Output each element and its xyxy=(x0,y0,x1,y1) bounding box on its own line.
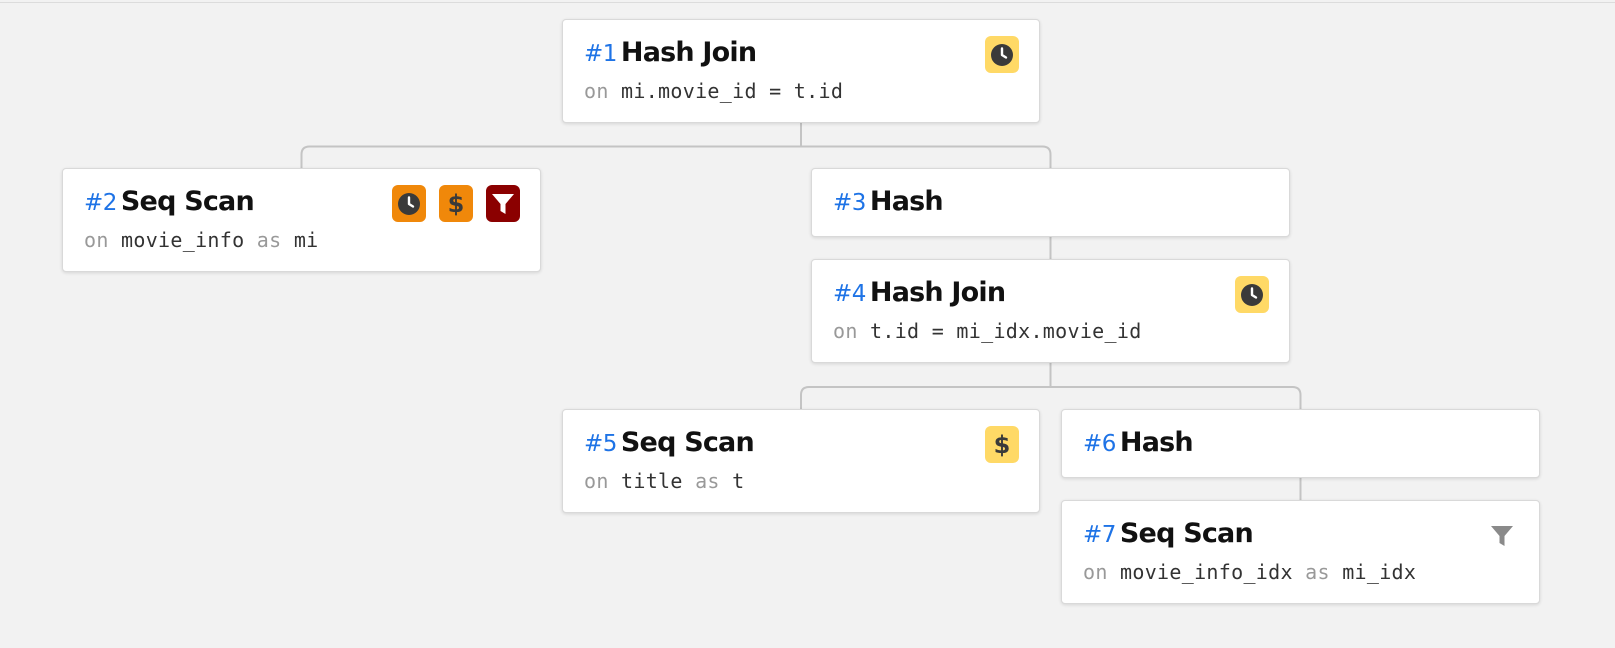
node-id: #5 xyxy=(584,431,617,457)
detail-keyword: on xyxy=(584,469,609,493)
node-detail: on mi.movie_id = t.id xyxy=(584,79,843,103)
clock-icon[interactable] xyxy=(985,36,1019,73)
detail-text: mi xyxy=(293,228,319,252)
edge-1-2 xyxy=(300,145,801,168)
detail-text: movie_info_idx xyxy=(1120,560,1293,584)
detail-keyword: on xyxy=(84,228,109,252)
dollar-icon[interactable]: $ xyxy=(439,185,473,222)
node-type: Hash Join xyxy=(620,37,757,68)
detail-keyword: as xyxy=(695,469,720,493)
edge-4-5 xyxy=(800,386,1051,409)
node-type: Seq Scan xyxy=(120,186,255,217)
node-detail: on movie_info as mi xyxy=(84,228,319,252)
detail-keyword: as xyxy=(1305,560,1330,584)
top-divider xyxy=(0,2,1615,3)
node-id: #1 xyxy=(584,41,617,67)
detail-text: movie_info xyxy=(121,228,245,252)
node-badges: $ xyxy=(985,426,1019,463)
detail-keyword: on xyxy=(1083,560,1108,584)
edge-1-3 xyxy=(801,145,1052,168)
dollar-icon[interactable]: $ xyxy=(985,426,1019,463)
node-id: #2 xyxy=(84,190,117,216)
detail-keyword: on xyxy=(584,79,609,103)
node-badges: $ xyxy=(392,185,520,222)
node-badges xyxy=(1485,517,1519,554)
detail-text: title xyxy=(621,469,683,493)
detail-text: mi.movie_id = t.id xyxy=(621,79,844,103)
detail-text: t xyxy=(732,469,745,493)
detail-keyword: on xyxy=(833,319,858,343)
clock-icon[interactable] xyxy=(392,185,426,222)
filter-icon[interactable] xyxy=(486,185,520,222)
node-type: Hash Join xyxy=(869,277,1006,308)
detail-text: mi_idx xyxy=(1342,560,1417,584)
node-id: #6 xyxy=(1083,431,1116,457)
node-type: Seq Scan xyxy=(1119,518,1254,549)
edge-4-6 xyxy=(1050,386,1302,409)
node-detail: on t.id = mi_idx.movie_id xyxy=(833,319,1142,343)
node-id: #4 xyxy=(833,281,866,307)
node-detail: on title as t xyxy=(584,469,744,493)
node-id: #3 xyxy=(833,190,866,216)
node-detail: on movie_info_idx as mi_idx xyxy=(1083,560,1416,584)
clock-icon[interactable] xyxy=(1235,276,1269,313)
detail-keyword: as xyxy=(256,228,282,252)
node-type: Hash xyxy=(869,186,944,217)
node-type: Seq Scan xyxy=(620,427,755,458)
node-badges xyxy=(1235,276,1269,313)
filter-icon[interactable] xyxy=(1485,517,1519,554)
node-type: Hash xyxy=(1119,427,1194,458)
node-id: #7 xyxy=(1083,522,1116,548)
node-badges xyxy=(985,36,1019,73)
detail-text: t.id = mi_idx.movie_id xyxy=(870,319,1142,343)
